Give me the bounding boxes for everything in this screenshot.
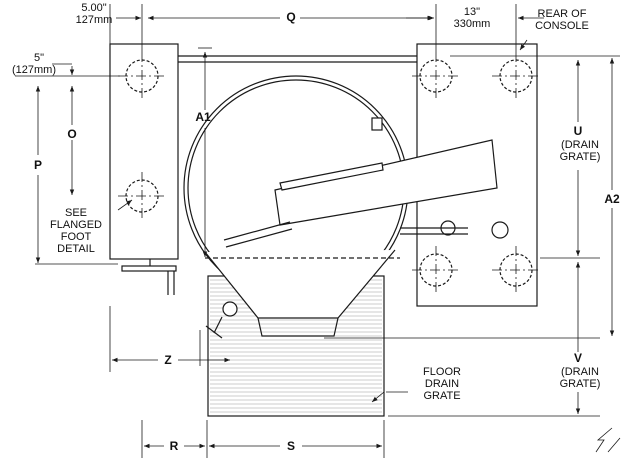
dim-o-label: O (67, 127, 77, 141)
dim-u-drain-label: (DRAIN GRATE) (559, 139, 601, 163)
dim-q-label: Q (286, 10, 296, 24)
dim-a1-label: A1 (195, 110, 211, 124)
left-leg-column (109, 43, 179, 260)
dim-13in-label: 13" (463, 6, 481, 18)
extension-lines (15, 4, 620, 458)
dim-p-label: P (33, 158, 42, 172)
flanged-foot (121, 259, 177, 295)
centerlines (118, 52, 540, 294)
dim-5in-label: 5.00" (81, 2, 107, 14)
dim-u-label: U (573, 124, 583, 138)
drain-valve (205, 301, 238, 339)
see-flanged-foot-label: SEE FLANGED FOOT DETAIL (50, 207, 102, 255)
dim-v-label: V (573, 351, 582, 365)
dim-330mm-label: 330mm (453, 18, 491, 30)
dim-127mm-paren-label: (127mm) (11, 64, 56, 76)
dim-127mm-label: 127mm (75, 14, 113, 26)
dim-a2-label: A2 (604, 192, 620, 206)
dim-r-label: R (169, 439, 179, 453)
dim-5in-short-label: 5" (33, 52, 45, 64)
dim-s-label: S (286, 439, 295, 453)
dim-z-label: Z (164, 353, 172, 367)
lid-handle-assembly (223, 117, 498, 248)
dim-v-drain-label: (DRAIN GRATE) (559, 366, 601, 390)
rear-of-console-label: REAR OF CONSOLE (535, 8, 589, 32)
floor-drain-grate-label: FLOOR DRAIN GRATE (423, 366, 461, 402)
dimension-lines (35, 15, 615, 449)
